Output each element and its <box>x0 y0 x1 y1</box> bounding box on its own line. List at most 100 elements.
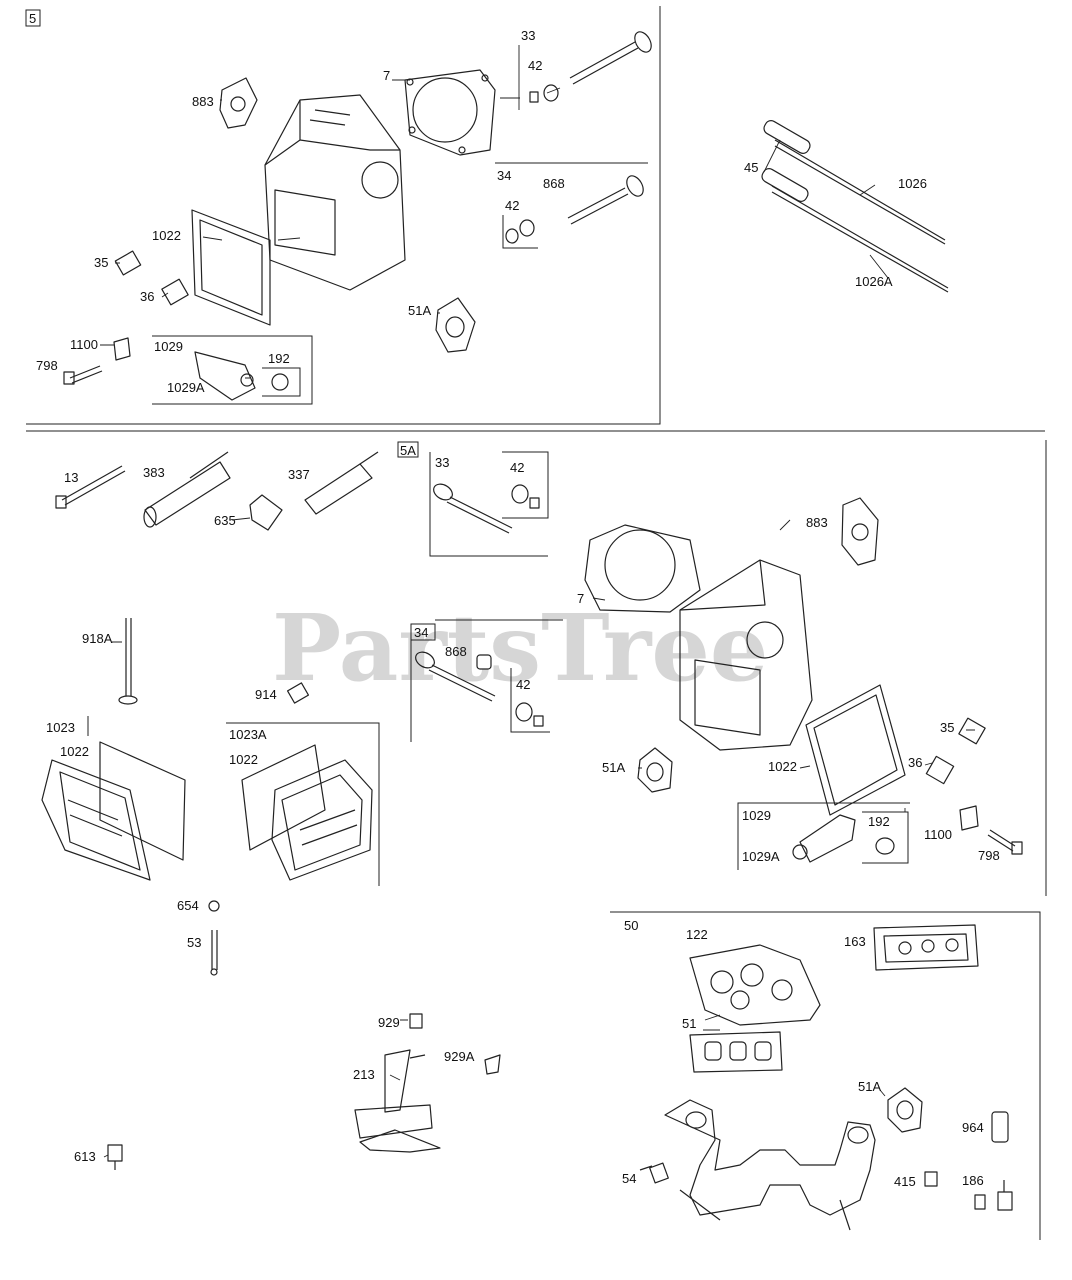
intake-manifold-122 <box>689 944 821 1026</box>
section-5-box <box>25 9 41 27</box>
label-51A: 51A <box>408 303 431 318</box>
label-7-5A: 7 <box>577 591 584 606</box>
gasket-51A-50 <box>887 1087 923 1133</box>
label-192: 192 <box>268 351 290 366</box>
label-883: 883 <box>192 94 214 109</box>
label-1100: 1100 <box>70 337 98 352</box>
label-53: 53 <box>187 935 201 950</box>
label-36-5A: 36 <box>908 755 922 770</box>
label-45: 45 <box>744 160 758 175</box>
label-51A-5A: 51A <box>602 760 625 775</box>
label-798: 798 <box>36 358 58 373</box>
valve-cover-1023 <box>41 741 186 881</box>
label-868: 868 <box>543 176 565 191</box>
label-1026A: 1026A <box>855 274 893 289</box>
label-635: 635 <box>214 513 236 528</box>
stud-53 <box>210 930 218 976</box>
gasket-51 <box>689 1031 783 1073</box>
label-122: 122 <box>686 927 708 942</box>
label-13: 13 <box>64 470 78 485</box>
label-1100-5A: 1100 <box>924 827 952 842</box>
fitting-35-5A <box>958 717 986 745</box>
label-1023A: 1023A <box>229 727 267 742</box>
section-34-number: 34 <box>414 625 428 640</box>
label-613: 613 <box>74 1149 96 1164</box>
nut-415 <box>924 1171 938 1187</box>
fitting-35-top <box>114 250 142 276</box>
cover-gasket-top <box>191 209 271 326</box>
label-34: 34 <box>497 168 511 183</box>
gasket-883-5A <box>841 497 879 566</box>
clip-186 <box>974 1180 1013 1211</box>
gasket-883-top <box>219 77 258 129</box>
section-50: 50 <box>610 911 1041 1240</box>
head-gasket-5A <box>584 524 701 613</box>
bolt-13 <box>55 465 126 509</box>
label-1029A-5A: 1029A <box>742 849 780 864</box>
label-929A: 929A <box>444 1049 475 1064</box>
bolt-798-5A <box>987 829 1023 855</box>
watermark: PartsTree <box>272 594 768 702</box>
head-gasket-top <box>404 69 496 156</box>
valve-intake-top <box>569 31 652 85</box>
valve-exhaust-top <box>505 175 644 244</box>
label-163: 163 <box>844 934 866 949</box>
bolt-54 <box>639 1162 669 1184</box>
section-5A-number: 5A <box>400 443 416 458</box>
section-50-number: 50 <box>624 918 638 933</box>
fitting-36-5A <box>925 755 955 785</box>
label-868-5A: 868 <box>445 644 467 659</box>
section-5-border <box>26 6 661 425</box>
rocker-arm-top <box>194 351 289 401</box>
bolt-798-top <box>63 365 103 385</box>
label-883-5A: 883 <box>806 515 828 530</box>
cylinder-head-top <box>264 94 406 291</box>
fitting-36-top <box>161 278 189 306</box>
fitting-914 <box>286 682 310 704</box>
label-213: 213 <box>353 1067 375 1082</box>
pivot-1100-top <box>113 337 131 361</box>
label-1029A: 1029A <box>167 380 205 395</box>
label-42: 42 <box>528 58 542 73</box>
label-33: 33 <box>521 28 535 43</box>
nut-654 <box>208 900 220 912</box>
screw-929A <box>484 1054 501 1075</box>
callout-labels: 883 7 33 42 34 868 42 1022 35 36 51A 110… <box>36 28 1000 1189</box>
label-51A-50: 51A <box>858 1079 881 1094</box>
exhaust-manifold <box>664 1099 876 1231</box>
label-1022-b: 1022 <box>229 752 258 767</box>
gasket-163 <box>873 924 979 971</box>
cylinder-head-5A <box>679 559 813 751</box>
valve-cover-1023A <box>241 744 373 881</box>
label-35-5A: 35 <box>940 720 954 735</box>
label-1022-a: 1022 <box>60 744 89 759</box>
screw-929 <box>409 1013 423 1029</box>
label-7: 7 <box>383 68 390 83</box>
label-186: 186 <box>962 1173 984 1188</box>
gasket-51A-5A <box>637 747 673 793</box>
label-415: 415 <box>894 1174 916 1189</box>
label-42b: 42 <box>505 198 519 213</box>
label-33-5A: 33 <box>435 455 449 470</box>
sleeve-964 <box>991 1111 1009 1143</box>
cover-gasket-5A <box>805 684 906 816</box>
dipstick-918A <box>118 618 138 705</box>
valve-exhaust-5A <box>415 651 544 727</box>
label-914: 914 <box>255 687 277 702</box>
label-42-5A: 42 <box>510 460 524 475</box>
label-36: 36 <box>140 289 154 304</box>
label-35: 35 <box>94 255 108 270</box>
label-51: 51 <box>682 1016 696 1031</box>
label-964: 964 <box>962 1120 984 1135</box>
gasket-51A-top <box>435 297 476 353</box>
label-54: 54 <box>622 1171 636 1186</box>
rocker-arm-5A <box>792 814 895 863</box>
valve-intake-5A <box>433 483 540 534</box>
section-5-number: 5 <box>29 11 36 26</box>
pushrods <box>761 120 949 293</box>
label-1022-c: 1022 <box>768 759 797 774</box>
label-192-5A: 192 <box>868 814 890 829</box>
fitting-635 <box>249 494 283 531</box>
